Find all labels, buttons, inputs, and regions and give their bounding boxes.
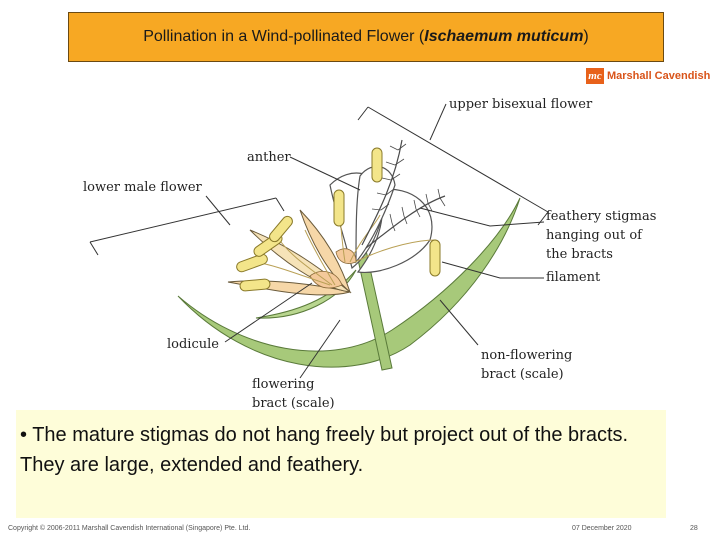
label-flowering-line2: bract (scale) [252, 396, 335, 411]
leader-lower-male [205, 195, 231, 226]
bracket-upper-bisexual [357, 106, 549, 226]
explanation-text: • The mature stigmas do not hang freely … [20, 424, 629, 476]
feathery-stigmas [361, 139, 446, 249]
anther-4 [236, 253, 268, 273]
label-flowering-line1: flowering [252, 377, 315, 392]
flower-diagram [89, 103, 549, 379]
label-anther: anther [247, 150, 291, 165]
leader-upper-bisexual [429, 103, 447, 141]
label-feathery-stigmas-line2: hanging out of [546, 228, 642, 243]
footer-page-number: 28 [690, 525, 698, 532]
anther-3 [429, 239, 441, 277]
title-prefix: Pollination in a Wind-pollinated Flower … [143, 28, 425, 45]
label-upper-bisexual-flower: upper bisexual flower [449, 97, 593, 112]
label-non-flowering-line1: non-flowering [481, 348, 573, 363]
label-non-flowering-line2: bract (scale) [481, 367, 564, 382]
leader-stigmas [419, 207, 545, 227]
label-flowering-bract: flowering bract (scale) [252, 375, 335, 413]
lower-glume-3 [299, 209, 352, 294]
logo-mark-icon: mc [586, 68, 604, 84]
label-lower-male-flower: lower male flower [83, 180, 202, 195]
non-flowering-bract-shape [177, 197, 521, 368]
anthers [236, 147, 441, 292]
leader-anther [289, 156, 361, 191]
bracket-lower-male [89, 197, 285, 256]
footer-date: 07 December 2020 [572, 525, 632, 532]
label-feathery-stigmas-line1: feathery stigmas [546, 209, 657, 224]
leader-filament [441, 261, 544, 279]
flowering-bract-shape [255, 269, 357, 319]
label-filament: filament [546, 270, 601, 285]
leader-lines [89, 103, 549, 379]
leader-flowering-bract [299, 319, 341, 379]
logo-name: Marshall Cavendish [607, 70, 711, 82]
slide-footer: Copyright © 2006-2011 Marshall Cavendish… [0, 518, 720, 540]
footer-copyright: Copyright © 2006-2011 Marshall Cavendish… [8, 525, 251, 532]
label-non-flowering-bract: non-flowering bract (scale) [481, 346, 572, 384]
title-species: Ischaemum muticum [424, 28, 584, 45]
anther-7 [239, 278, 271, 292]
label-lodicule: lodicule [167, 337, 219, 352]
explanation-note: • The mature stigmas do not hang freely … [16, 410, 666, 518]
label-feathery-stigmas: feathery stigmas hanging out of the brac… [546, 207, 656, 264]
slide-title: Pollination in a Wind-pollinated Flower … [68, 12, 664, 62]
title-suffix: ) [583, 28, 589, 45]
anther-2 [333, 189, 345, 227]
anther-1 [371, 147, 383, 183]
publisher-logo: mc Marshall Cavendish [586, 68, 710, 84]
leader-lodicule [224, 282, 313, 343]
label-feathery-stigmas-line3: the bracts [546, 247, 613, 262]
leader-non-flowering-bract [439, 299, 479, 346]
anther-6 [269, 215, 293, 243]
